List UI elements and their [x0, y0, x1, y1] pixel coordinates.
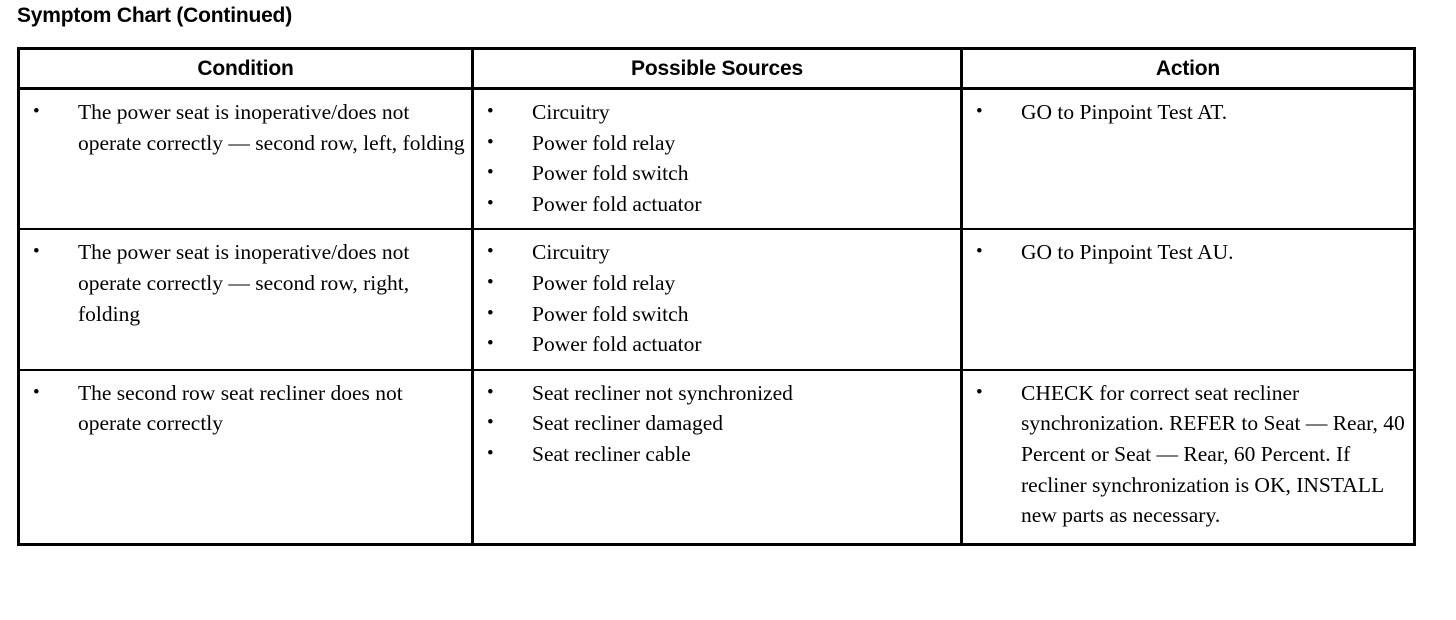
list-item: Power fold switch — [474, 158, 954, 189]
bullet-list-possible-sources: Circuitry Power fold relay Power fold sw… — [474, 237, 954, 359]
table-row: The power seat is inoperative/does not o… — [17, 228, 1416, 370]
cell-condition: The power seat is inoperative/does not o… — [17, 228, 474, 370]
column-header-condition: Condition — [17, 48, 474, 90]
cell-action: GO to Pinpoint Test AT. — [960, 88, 1416, 230]
column-header-possible-sources: Possible Sources — [471, 48, 963, 90]
cell-possible-sources: Circuitry Power fold relay Power fold sw… — [471, 228, 963, 370]
list-item: Power fold relay — [474, 128, 954, 159]
cell-action: CHECK for correct seat recliner synchron… — [960, 368, 1416, 545]
list-item: Seat recliner cable — [474, 439, 954, 470]
table-row: The power seat is inoperative/does not o… — [17, 88, 1416, 230]
list-item: Circuitry — [474, 97, 954, 128]
list-item: CHECK for correct seat recliner synchron… — [963, 378, 1407, 531]
bullet-list-action: GO to Pinpoint Test AT. — [963, 97, 1407, 128]
table-header: Condition Possible Sources Action — [17, 48, 1416, 90]
list-item: GO to Pinpoint Test AT. — [963, 97, 1407, 128]
list-item: Seat recliner damaged — [474, 408, 954, 439]
list-item: The second row seat recliner does not op… — [20, 378, 465, 439]
list-item: Power fold actuator — [474, 329, 954, 360]
page-title: Symptom Chart (Continued) — [17, 4, 292, 27]
list-item: Power fold switch — [474, 299, 954, 330]
cell-possible-sources: Circuitry Power fold relay Power fold sw… — [471, 88, 963, 230]
bullet-list-possible-sources: Seat recliner not synchronized Seat recl… — [474, 378, 954, 470]
cell-condition: The second row seat recliner does not op… — [17, 368, 474, 545]
list-item: The power seat is inoperative/does not o… — [20, 237, 465, 329]
cell-possible-sources: Seat recliner not synchronized Seat recl… — [471, 368, 963, 545]
bullet-list-condition: The second row seat recliner does not op… — [20, 378, 465, 439]
cell-condition: The power seat is inoperative/does not o… — [17, 88, 474, 230]
cell-action: GO to Pinpoint Test AU. — [960, 228, 1416, 370]
list-item: Power fold relay — [474, 268, 954, 299]
table-row: The second row seat recliner does not op… — [17, 368, 1416, 545]
list-item: Seat recliner not synchronized — [474, 378, 954, 409]
bullet-list-condition: The power seat is inoperative/does not o… — [20, 237, 465, 329]
table-body: The power seat is inoperative/does not o… — [17, 88, 1416, 545]
list-item: The power seat is inoperative/does not o… — [20, 97, 465, 158]
symptom-chart-table: Condition Possible Sources Action The po… — [17, 47, 1416, 546]
bullet-list-possible-sources: Circuitry Power fold relay Power fold sw… — [474, 97, 954, 219]
list-item: GO to Pinpoint Test AU. — [963, 237, 1407, 268]
bullet-list-action: CHECK for correct seat recliner synchron… — [963, 378, 1407, 531]
bullet-list-condition: The power seat is inoperative/does not o… — [20, 97, 465, 158]
list-item: Power fold actuator — [474, 189, 954, 220]
table-header-row: Condition Possible Sources Action — [17, 48, 1416, 90]
bullet-list-action: GO to Pinpoint Test AU. — [963, 237, 1407, 268]
list-item: Circuitry — [474, 237, 954, 268]
column-header-action: Action — [960, 48, 1416, 90]
